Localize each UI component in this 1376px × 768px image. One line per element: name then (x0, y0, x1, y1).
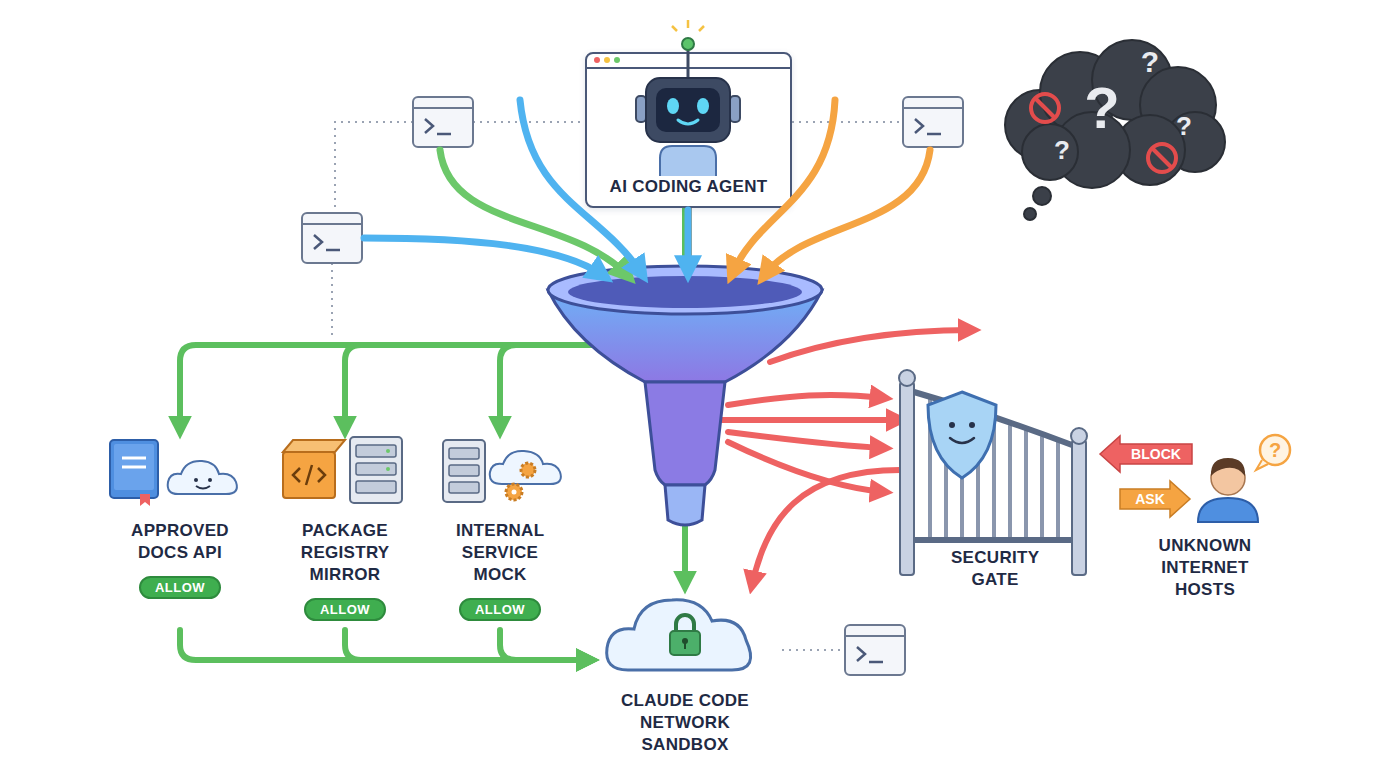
allowed-connector (180, 208, 689, 430)
agent-window: AI CODING AGENT (585, 52, 792, 208)
service-node: INTERNAL SERVICE MOCK ALLOW (425, 430, 575, 630)
blocked-arrows (728, 330, 972, 492)
sandbox-cloud (607, 600, 751, 670)
allow-pill: ALLOW (139, 576, 221, 599)
service-node: APPROVED DOCS API ALLOW (100, 430, 260, 630)
allowed-connector (500, 208, 689, 430)
funnel (548, 266, 822, 525)
terminal-icon (903, 97, 963, 147)
incoming-arrows (364, 100, 930, 276)
node-label: APPROVED DOCS API (131, 520, 229, 564)
allowed-connector (345, 630, 590, 660)
node-label: INTERNAL SERVICE MOCK (456, 520, 544, 586)
unknown-cloud (1005, 40, 1225, 220)
dotted-leaders (332, 122, 903, 650)
node-label: AI CODING AGENT (610, 176, 768, 198)
window-chrome (587, 57, 790, 68)
question-mark: ? (1054, 137, 1070, 163)
terminal-icon (302, 213, 362, 263)
allowed-connector (500, 630, 590, 660)
terminal-icon (845, 625, 905, 675)
gate-node: SECURITY GATE (900, 375, 1090, 595)
ask-label: ASK (1135, 492, 1165, 506)
allow-pill: ALLOW (304, 598, 386, 621)
question-mark: ? (1269, 440, 1281, 460)
service-node: PACKAGE REGISTRY MIRROR ALLOW (270, 430, 420, 630)
block-arrow (1100, 436, 1192, 472)
node-label: SECURITY GATE (951, 547, 1039, 591)
node-label: PACKAGE REGISTRY MIRROR (301, 520, 389, 586)
node-label: UNKNOWN INTERNET HOSTS (1130, 535, 1280, 601)
block-label: BLOCK (1131, 447, 1181, 461)
question-mark: ? (1084, 79, 1119, 137)
question-mark: ? (1176, 113, 1192, 139)
allow-pill: ALLOW (459, 598, 541, 621)
allowed-connector (180, 630, 590, 660)
question-mark: ? (1141, 47, 1159, 77)
ask-arrow (1120, 481, 1190, 517)
blocked-connector (752, 470, 900, 585)
robot-illustration (636, 20, 740, 176)
blocked-connector (689, 208, 901, 420)
mock-icon (443, 440, 561, 502)
person-icon (1198, 435, 1290, 522)
no-symbol (1031, 94, 1176, 172)
registry-icon (283, 437, 402, 503)
gate-illustration (899, 370, 1087, 575)
node-label: CLAUDE CODE NETWORK SANDBOX (598, 690, 773, 756)
docs-icon (110, 440, 237, 506)
hosts-node: UNKNOWN INTERNET HOSTS (1120, 430, 1290, 580)
allowed-connector (345, 208, 689, 430)
sandbox-node: CLAUDE CODE NETWORK SANDBOX (590, 585, 780, 745)
terminal-icon (413, 97, 473, 147)
